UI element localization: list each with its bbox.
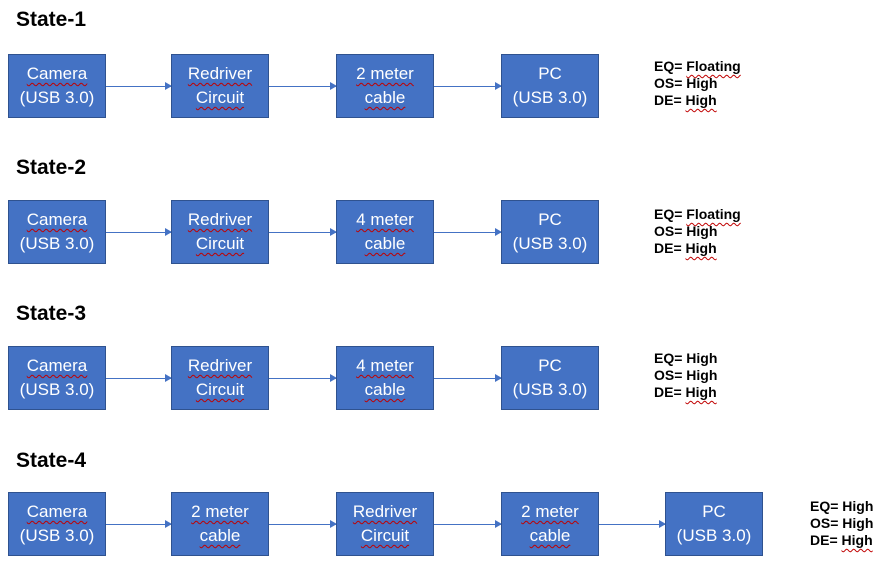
block-label-line1: Camera [26,64,88,83]
os-setting: OS= High [654,367,718,383]
block-label-line2: (USB 3.0) [512,380,588,399]
state-1-settings: EQ= Floating OS= High DE= High [654,58,741,109]
block-label-line1: Camera [26,210,88,229]
block-label-line1: PC [538,64,562,83]
block-label-line1: Redriver [352,502,418,521]
flow-arrow [434,374,502,382]
de-setting: DE= High [654,384,717,400]
state-3-settings: EQ= High OS= High DE= High [654,350,717,401]
flow-arrow [106,82,172,90]
eq-setting: EQ= High [654,350,718,366]
flow-arrow [106,228,172,236]
flow-arrow [599,520,666,528]
camera-block: Camera (USB 3.0) [8,54,106,118]
block-label-line2: (USB 3.0) [19,88,95,107]
block-label-line2: Circuit [195,88,245,107]
block-label-line2: (USB 3.0) [512,88,588,107]
flow-arrow [106,374,172,382]
block-label-line2: cable [364,234,406,253]
eq-setting: EQ= Floating [654,206,741,222]
block-label-line2: Circuit [360,526,410,545]
state-1-title: State-1 [16,8,87,31]
block-label-line1: Redriver [187,64,253,83]
os-setting: OS= High [810,515,874,531]
block-label-line1: Camera [26,356,88,375]
pc-block: PC (USB 3.0) [665,492,763,556]
block-label-line2: (USB 3.0) [19,234,95,253]
block-label-line2: Circuit [195,380,245,399]
redriver-block: Redriver Circuit [171,200,269,264]
cable-block: 2 meter cable [501,492,599,556]
block-label-line2: Circuit [195,234,245,253]
camera-block: Camera (USB 3.0) [8,492,106,556]
block-label-line2: (USB 3.0) [19,380,95,399]
block-label-line2: (USB 3.0) [19,526,95,545]
state-3-title: State-3 [16,302,87,325]
de-setting: DE= High [654,240,717,256]
de-setting: DE= High [810,532,873,548]
block-label-line1: PC [538,356,562,375]
cable-block: 4 meter cable [336,200,434,264]
block-label-line1: Camera [26,502,88,521]
block-label-line1: 2 meter [356,64,414,83]
pc-block: PC (USB 3.0) [501,346,599,410]
block-label-line2: cable [199,526,241,545]
cable-block: 2 meter cable [171,492,269,556]
flow-arrow [269,82,337,90]
redriver-block: Redriver Circuit [336,492,434,556]
os-setting: OS= High [654,75,718,91]
flow-arrow [269,228,337,236]
cable-block: 2 meter cable [336,54,434,118]
os-setting: OS= High [654,223,718,239]
camera-block: Camera (USB 3.0) [8,200,106,264]
block-label-line1: 2 meter [191,502,249,521]
state-2-settings: EQ= Floating OS= High DE= High [654,206,741,257]
block-label-line1: Redriver [187,356,253,375]
block-label-line1: PC [538,210,562,229]
eq-setting: EQ= Floating [654,58,741,74]
block-label-line2: cable [364,380,406,399]
pc-block: PC (USB 3.0) [501,54,599,118]
flow-arrow [106,520,172,528]
flow-arrow [269,520,337,528]
flow-arrow [269,374,337,382]
block-label-line2: (USB 3.0) [676,526,752,545]
state-2-title: State-2 [16,156,87,179]
eq-setting: EQ= High [810,498,874,514]
cable-block: 4 meter cable [336,346,434,410]
state-4-settings: EQ= High OS= High DE= High [810,498,873,549]
flow-arrow [434,520,502,528]
block-label-line1: 4 meter [356,210,414,229]
redriver-block: Redriver Circuit [171,346,269,410]
block-label-line1: Redriver [187,210,253,229]
camera-block: Camera (USB 3.0) [8,346,106,410]
block-label-line2: (USB 3.0) [512,234,588,253]
block-label-line2: cable [364,88,406,107]
de-setting: DE= High [654,92,717,108]
block-label-line1: PC [702,502,726,521]
block-label-line2: cable [529,526,571,545]
block-label-line1: 4 meter [356,356,414,375]
state-4-title: State-4 [16,449,87,472]
pc-block: PC (USB 3.0) [501,200,599,264]
redriver-block: Redriver Circuit [171,54,269,118]
flow-arrow [434,228,502,236]
flow-arrow [434,82,502,90]
block-label-line1: 2 meter [521,502,579,521]
